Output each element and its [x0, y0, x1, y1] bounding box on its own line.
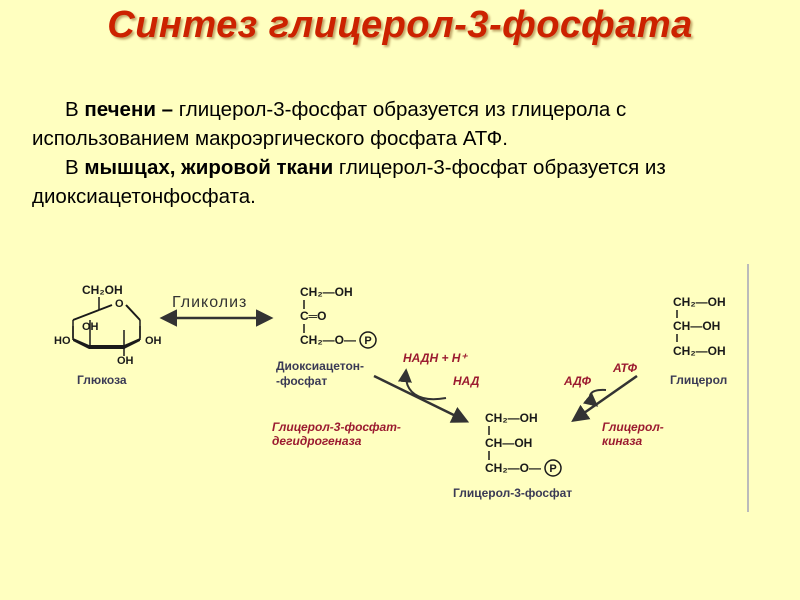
glucose-ho: HO: [54, 335, 71, 347]
dhap-line1: CH₂—OH: [300, 285, 353, 299]
g3p-phosphate-circle: [544, 459, 562, 477]
dehydrogenase-arrow: [373, 374, 470, 423]
paragraph-liver: В печени – глицерол-3-фосфат образуется …: [32, 95, 762, 153]
dhap-line2: C═O: [300, 309, 327, 323]
glucose-oh-right: OH: [145, 335, 162, 347]
atp-label: АТФ: [612, 361, 638, 375]
adp-label: АДФ: [563, 374, 592, 388]
paragraph-liver-prefix: В: [65, 98, 85, 121]
enzyme-dehydrogenase-1: Глицерол-3-фосфат-: [272, 420, 401, 434]
g3p-phosphate: P: [549, 463, 556, 475]
body-text: В печени – глицерол-3-фосфат образуется …: [32, 95, 762, 211]
glycerol-line1: CH₂—OH: [673, 295, 726, 309]
dhap-label-2: -фосфат: [276, 374, 327, 388]
paragraph-liver-bold: печени –: [84, 98, 179, 121]
g3p-label: Глицерол-3-фосфат: [453, 486, 572, 500]
enzyme-kinase-1: Глицерол-: [602, 420, 664, 434]
kinase-arrow: [571, 374, 638, 423]
dhap-label-1: Диоксиацетон-: [276, 359, 364, 373]
nadh-label: НАДН + Н⁺: [403, 351, 468, 365]
synthesis-diagram: CH₂OH O HO OH OH OH Глюкоза Гликолиз CH₂…: [54, 264, 749, 512]
slide-title: Синтез глицерол-3-фосфата: [107, 4, 693, 46]
paragraph-liver-text: глицерол-3-фосфат образуется из глицерол…: [32, 98, 627, 150]
nad-label: НАД: [453, 374, 480, 388]
paragraph-muscle: В мышцах, жировой ткани глицерол-3-фосфа…: [32, 153, 762, 211]
glucose-structure: [72, 297, 141, 356]
glycerol-line2: CH—OH: [673, 319, 720, 333]
dhap-phosphate: P: [364, 335, 371, 347]
paragraph-muscle-text: глицерол-3-фосфат образуется из диоксиац…: [32, 156, 666, 208]
glucose-ring-o: O: [115, 298, 124, 310]
g3p-line1: CH₂—OH: [485, 411, 538, 425]
dhap-line3: CH₂—O—: [300, 333, 356, 347]
paragraph-muscle-prefix: В: [65, 156, 85, 179]
glucose-oh-mid: OH: [82, 321, 99, 333]
atp-curve-arrow: [582, 388, 607, 407]
glucose-label: Глюкоза: [77, 373, 127, 387]
enzyme-kinase-2: киназа: [602, 434, 642, 448]
glucose-ch2oh: CH₂OH: [82, 283, 123, 297]
glycerol-label: Глицерол: [670, 373, 727, 387]
glycolysis-label: Гликолиз: [172, 294, 247, 311]
enzyme-dehydrogenase-2: дегидрогеназа: [272, 434, 362, 448]
glucose-oh-bottom: OH: [117, 355, 134, 367]
g3p-line2: CH—OH: [485, 436, 532, 450]
nadh-curve-arrow: [397, 368, 447, 401]
dhap-phosphate-circle: [359, 331, 377, 349]
g3p-line3: CH₂—O—: [485, 461, 541, 475]
glycerol-line3: CH₂—OH: [673, 344, 726, 358]
paragraph-muscle-bold: мышцах, жировой ткани: [84, 156, 339, 179]
